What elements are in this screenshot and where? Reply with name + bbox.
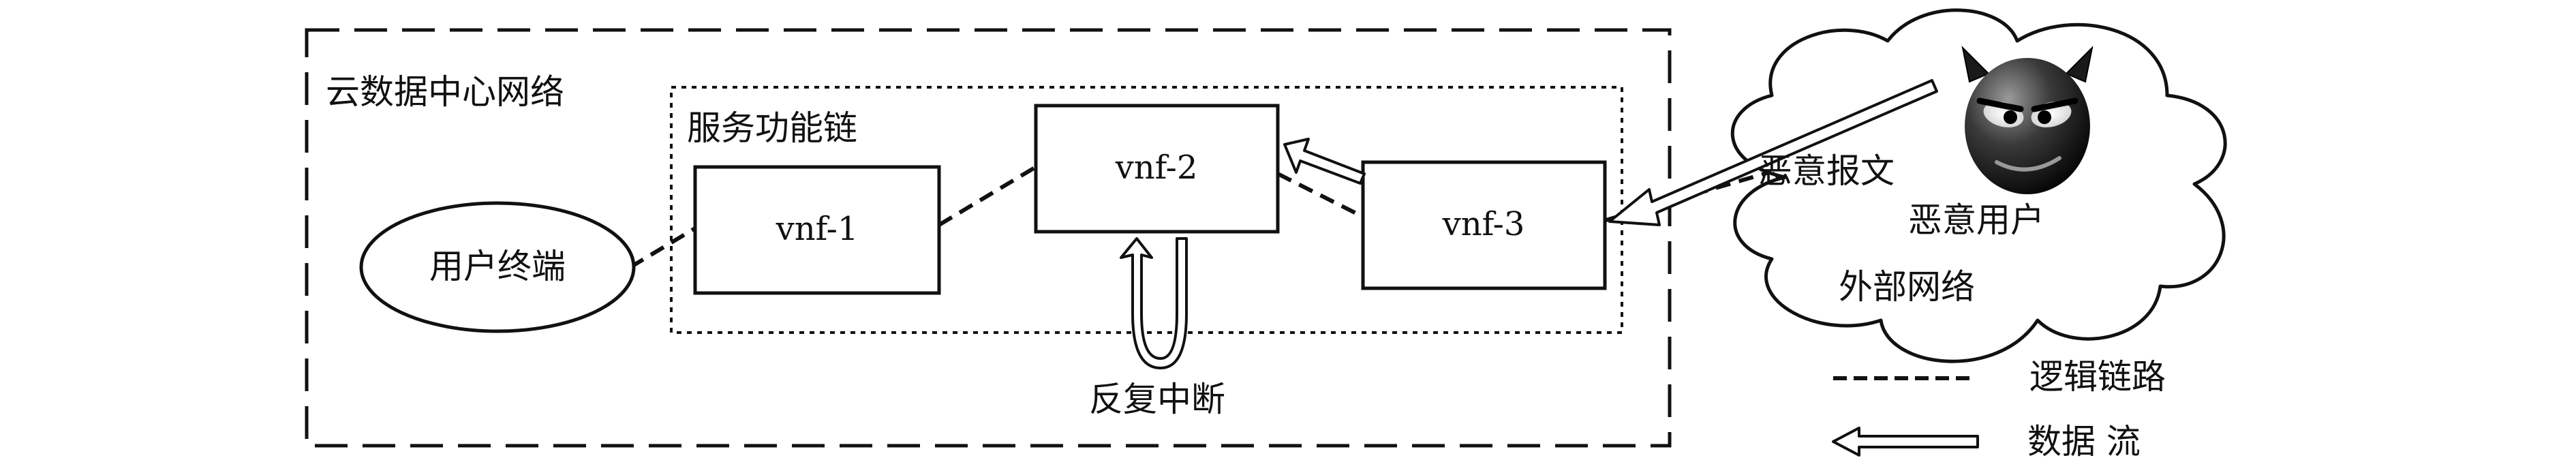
repeat-interrupt-loop-arrow: [1120, 237, 1188, 369]
link-user-vnf1: [629, 226, 696, 269]
vnf3-label: vnf-3: [1442, 205, 1525, 243]
malicious-user-label: 恶意用户: [1908, 200, 2044, 240]
malicious-packet-arrow: [1608, 79, 1938, 226]
vnf3-box: [1361, 160, 1607, 290]
legend-logical-link-label: 逻辑链路: [2029, 357, 2166, 397]
vnf1-box: [693, 165, 941, 295]
sfc-label: 服务功能链: [687, 108, 857, 148]
cloud-dc-boundary: [305, 28, 1672, 448]
link-vnf1-vnf2: [938, 165, 1037, 227]
repeat-interrupt-label: 反复中断: [1089, 380, 1225, 419]
external-network-cloud: [1730, 8, 2227, 363]
legend: 逻辑链路 数据 流: [1832, 357, 2166, 461]
link-vnf2-vnf3: [1276, 172, 1364, 219]
malicious-packet-label: 恶意报文: [1758, 151, 1895, 191]
legend-data-flow-swatch: [1832, 427, 1979, 457]
user-terminal-node: [359, 201, 636, 333]
flow-arrow-vnf3-to-vnf2: [1283, 138, 1366, 185]
legend-data-flow-label: 数据 流: [2027, 422, 2141, 461]
vnf1-label: vnf-1: [776, 210, 859, 248]
external-network-label: 外部网络: [1839, 267, 1975, 307]
cloud-dc-label: 云数据中心网络: [326, 72, 564, 112]
devil-face-icon: [1961, 45, 2094, 194]
user-terminal-label: 用户终端: [429, 247, 566, 286]
vnf2-box: [1034, 104, 1280, 234]
vnf2-label: vnf-2: [1115, 149, 1198, 187]
